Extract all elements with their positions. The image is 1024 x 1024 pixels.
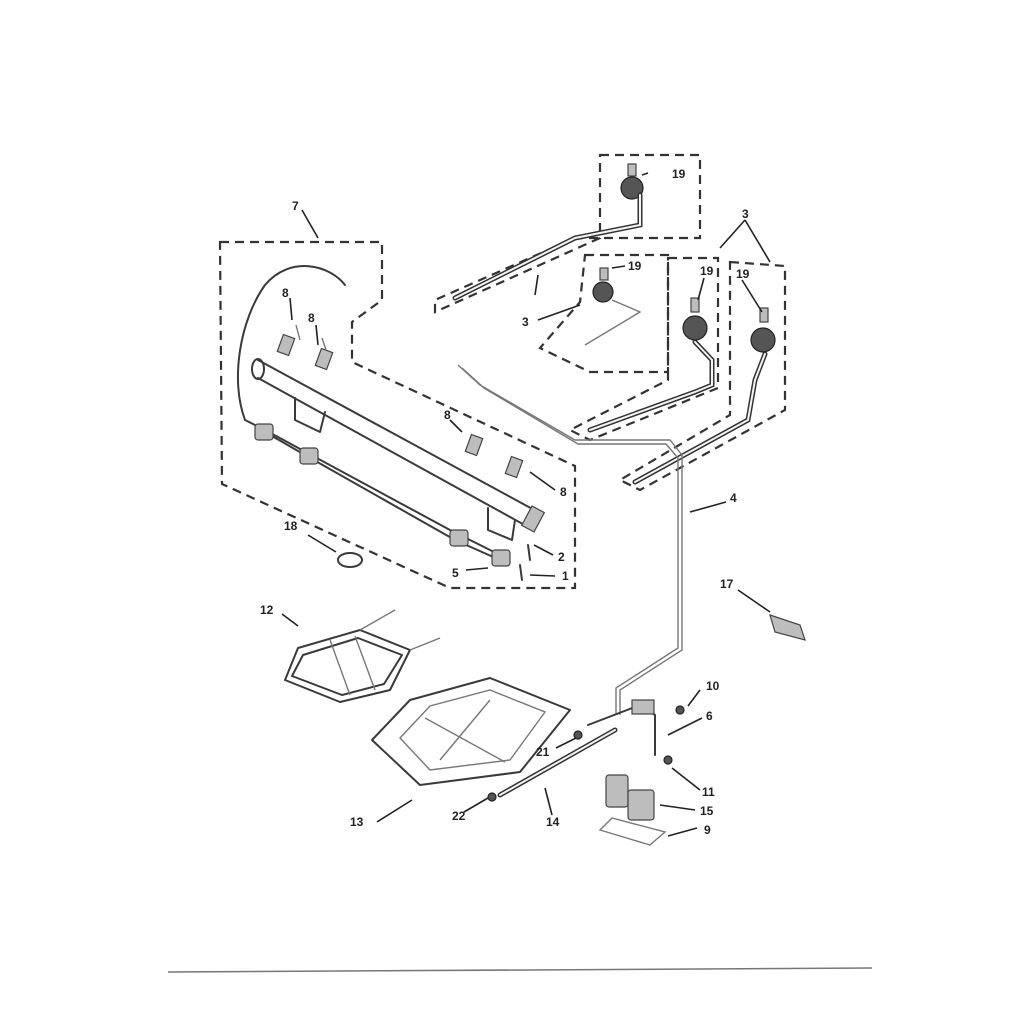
bake-element xyxy=(284,609,441,703)
callout-22: 22 xyxy=(452,809,466,823)
gasket-ring xyxy=(337,552,363,568)
callout-18: 18 xyxy=(284,519,298,533)
callout-12: 12 xyxy=(260,603,274,617)
callout-4: 4 xyxy=(730,491,737,505)
leader-lines xyxy=(281,172,771,837)
igniter xyxy=(769,614,806,641)
burner-manifold xyxy=(236,265,546,581)
callout-8: 8 xyxy=(282,286,289,300)
callout-3: 3 xyxy=(522,315,529,329)
callout-19: 19 xyxy=(736,267,750,281)
callout-19: 19 xyxy=(700,264,714,278)
callout-14: 14 xyxy=(546,815,560,829)
callout-10: 10 xyxy=(706,679,720,693)
main-gas-line xyxy=(457,364,683,715)
lower-assembly xyxy=(487,699,685,846)
bottom-rule xyxy=(167,967,873,973)
callout-9: 9 xyxy=(704,823,711,837)
valve-tubes xyxy=(452,163,776,485)
callout-5: 5 xyxy=(452,566,459,580)
callout-1: 1 xyxy=(562,569,569,583)
callout-6: 6 xyxy=(706,709,713,723)
callout-8: 8 xyxy=(560,485,567,499)
orifice-fittings xyxy=(276,324,524,479)
top-valve-outline xyxy=(433,153,702,314)
callout-labels: 7 8 8 8 8 2 1 5 18 19 19 19 19 3 3 3 4 1… xyxy=(260,167,750,837)
dashed-assembly-outlines xyxy=(218,153,787,590)
burner-tray xyxy=(371,677,571,786)
callout-21: 21 xyxy=(536,745,550,759)
far-right-valve-outline xyxy=(617,260,787,492)
burner-assembly-outline xyxy=(218,240,577,590)
callout-13: 13 xyxy=(350,815,364,829)
callout-3: 3 xyxy=(742,207,749,221)
callout-7: 7 xyxy=(292,199,299,213)
callout-19: 19 xyxy=(672,167,686,181)
callout-8: 8 xyxy=(308,311,315,325)
callout-8: 8 xyxy=(444,408,451,422)
callout-11: 11 xyxy=(702,785,715,799)
callout-17: 17 xyxy=(720,577,734,591)
middle-valve-outline xyxy=(538,253,670,374)
callout-15: 15 xyxy=(700,804,714,818)
callout-2: 2 xyxy=(558,550,565,564)
callout-19: 19 xyxy=(628,259,642,273)
